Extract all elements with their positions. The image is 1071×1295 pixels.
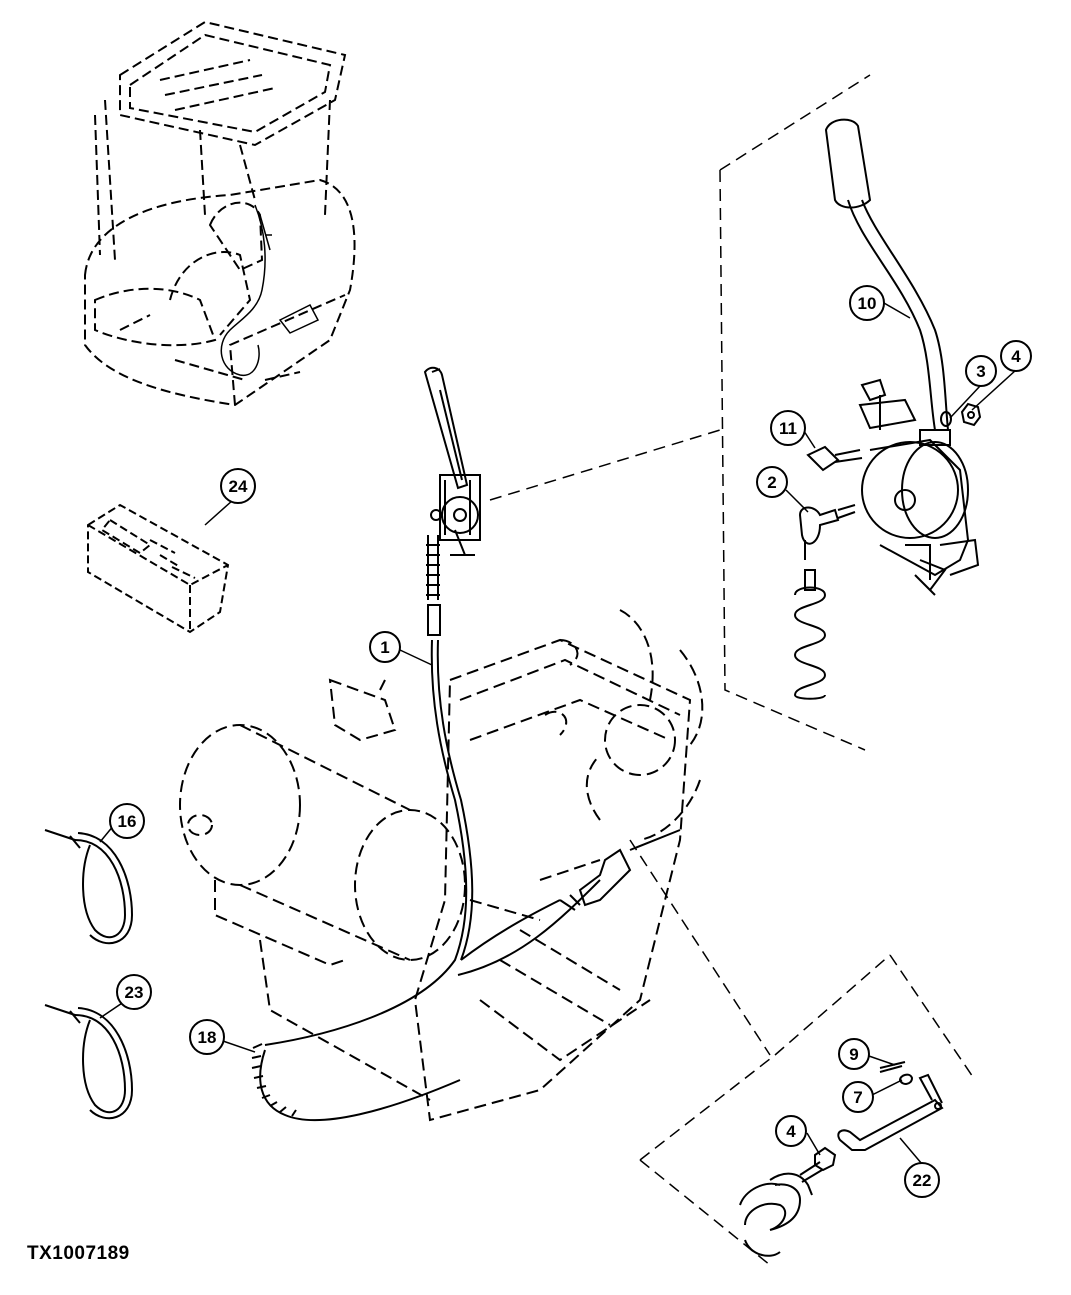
figure-id: TX1007189: [27, 1243, 130, 1264]
excavator-illustration: [84, 20, 356, 407]
callout-2-label: 2: [767, 473, 776, 492]
callout-7-label: 7: [853, 1088, 862, 1107]
cable-tie-16-illustration: [44, 829, 134, 945]
engine-illustration: [179, 609, 704, 1122]
callout-23: 23: [116, 974, 152, 1010]
callout-24: 24: [220, 468, 256, 504]
callout-18: 18: [189, 1019, 225, 1055]
callout-22: 22: [904, 1162, 940, 1198]
callout-9-label: 9: [849, 1045, 858, 1064]
callout-3: 3: [965, 355, 997, 387]
callout-10-label: 10: [858, 294, 877, 313]
callout-10: 10: [849, 285, 885, 321]
detail-view-lever: [489, 74, 982, 751]
callout-24-label: 24: [229, 477, 248, 496]
callout-7: 7: [842, 1081, 874, 1113]
callout-9: 9: [838, 1038, 870, 1070]
callout-4-bottom: 4: [775, 1115, 807, 1147]
small-lever-assembly: [423, 366, 481, 556]
cable-tie-23-illustration: [44, 1004, 134, 1120]
callout-4-top: 4: [1000, 340, 1032, 372]
callout-11: 11: [770, 410, 806, 446]
excavator-harness: [220, 204, 320, 376]
callout-4-bottom-label: 4: [786, 1122, 796, 1141]
callout-1-label: 1: [380, 638, 389, 657]
callout-16: 16: [109, 803, 145, 839]
callout-4-top-label: 4: [1011, 347, 1021, 366]
callout-18-label: 18: [198, 1028, 217, 1047]
detail-view-linkage: [629, 839, 976, 1266]
callout-16-label: 16: [118, 812, 137, 831]
monitor-panel-illustration: [87, 503, 230, 634]
callout-2: 2: [756, 466, 788, 498]
callout-1: 1: [369, 631, 401, 663]
throttle-cable-illustration: [251, 535, 681, 1122]
callouts: 1 2 3 4 4 7 9 10 11 16 18 22 23 24: [109, 285, 1032, 1198]
leader-lines: [99, 302, 1017, 1165]
callout-23-label: 23: [125, 983, 144, 1002]
callout-3-label: 3: [976, 362, 985, 381]
callout-11-label: 11: [779, 419, 797, 438]
callout-22-label: 22: [913, 1171, 932, 1190]
